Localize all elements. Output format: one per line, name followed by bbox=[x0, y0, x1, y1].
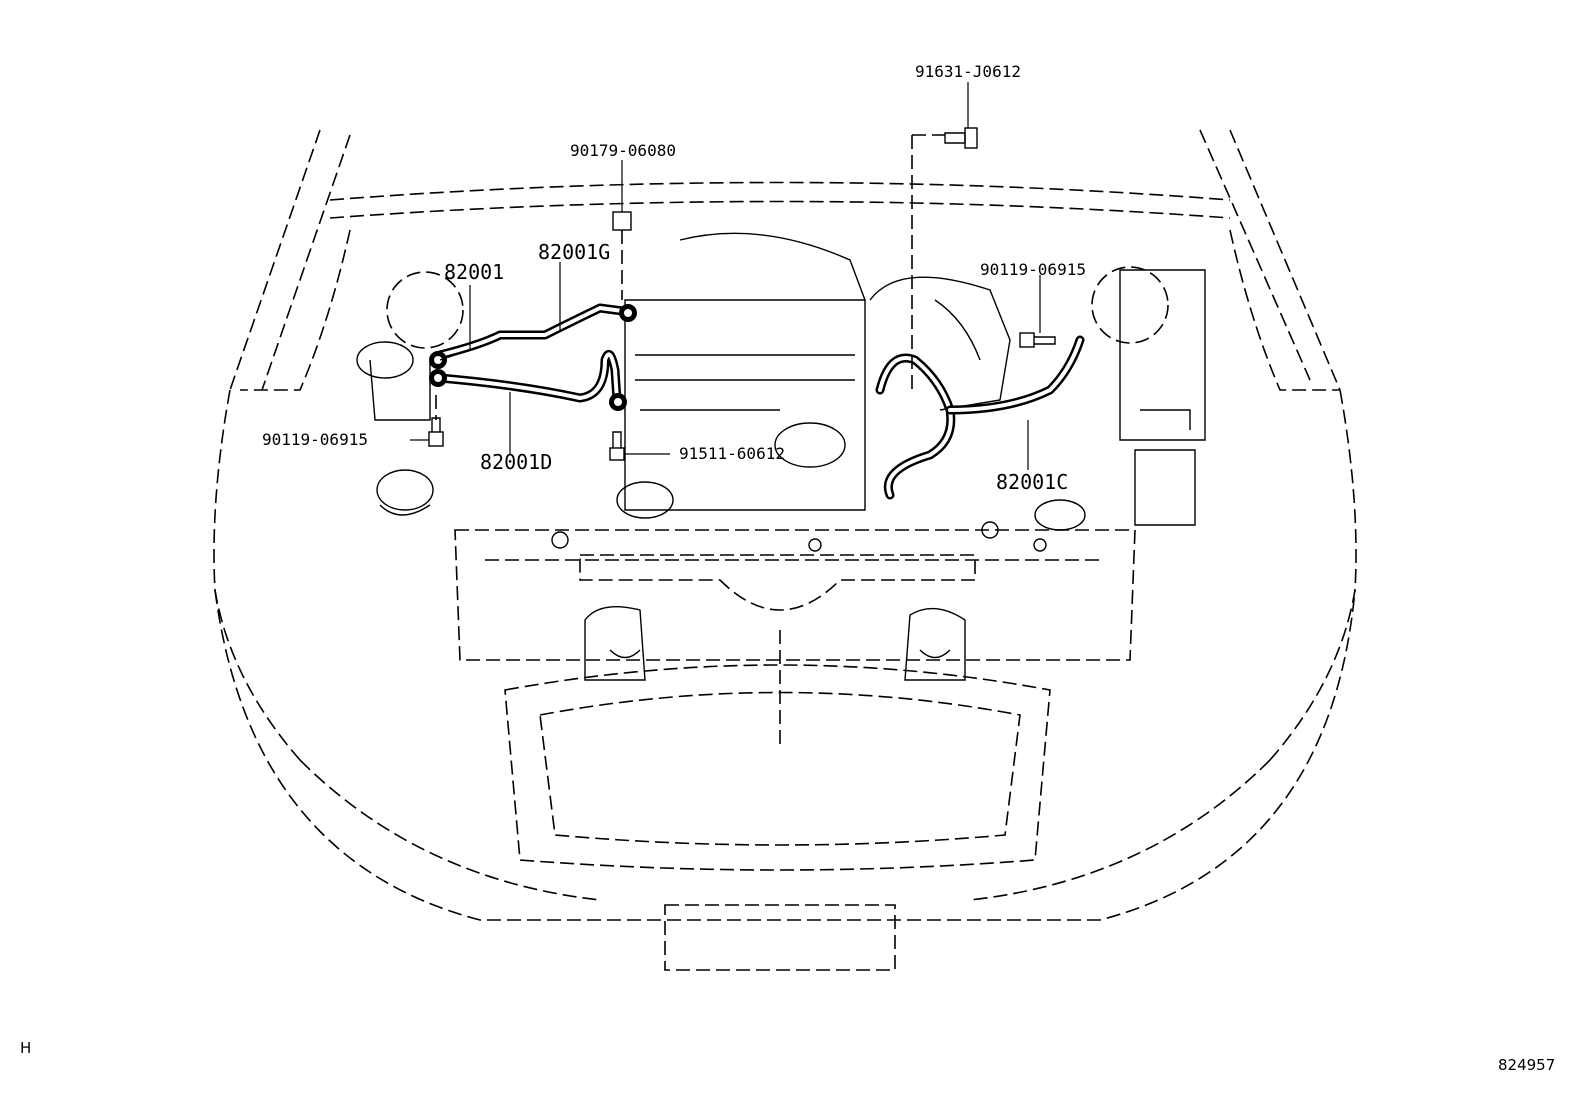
license-plate-outline bbox=[664, 904, 896, 971]
part-label-91631-j0612: 91631-J0612 bbox=[915, 62, 1021, 81]
part-label-91511-60612: 91511-60612 bbox=[679, 444, 785, 463]
support-bolt bbox=[551, 531, 569, 549]
wire-harness-82001d bbox=[429, 349, 627, 411]
battery bbox=[1134, 449, 1196, 526]
part-label-82001g: 82001G bbox=[538, 240, 611, 264]
bolt-90119-06915-left bbox=[428, 417, 444, 447]
part-label-82001d: 82001D bbox=[480, 450, 553, 474]
part-label-90119-06915-left: 90119-06915 bbox=[262, 430, 368, 449]
coolant-reservoir bbox=[356, 341, 431, 421]
intake-ducting bbox=[869, 276, 1011, 411]
bolt-91511-60612 bbox=[609, 431, 625, 461]
washer-tank bbox=[376, 469, 434, 516]
horn-left bbox=[584, 606, 646, 681]
nut-90179-06080 bbox=[612, 211, 632, 231]
support-bolt bbox=[1033, 538, 1047, 552]
hood-outline bbox=[229, 129, 1341, 391]
wire-harness-82001c bbox=[875, 335, 1085, 500]
right-strut-tower bbox=[1091, 266, 1169, 344]
corner-mark: H bbox=[20, 1039, 32, 1057]
bolt-91631-j0612 bbox=[944, 127, 978, 149]
wire-harness-82001g bbox=[435, 303, 637, 360]
brake-reservoir-cap bbox=[616, 481, 674, 519]
radiator-support bbox=[454, 529, 1136, 750]
fuse-box bbox=[1119, 269, 1206, 441]
radiator-cap bbox=[1034, 499, 1086, 531]
leader-lines bbox=[410, 82, 1041, 470]
bolt-90119-06915-right bbox=[1019, 332, 1056, 348]
support-bolt bbox=[981, 521, 999, 539]
horn-right bbox=[904, 607, 966, 681]
part-label-90179-06080: 90179-06080 bbox=[570, 141, 676, 160]
left-strut-tower bbox=[386, 271, 464, 349]
part-label-82001c: 82001C bbox=[996, 470, 1069, 494]
diagram-id: 824957 bbox=[1498, 1056, 1556, 1074]
engine-cover bbox=[624, 232, 866, 511]
part-label-82001: 82001 bbox=[444, 260, 505, 284]
car-body-outline bbox=[213, 229, 1357, 921]
part-label-90119-06915-right: 90119-06915 bbox=[980, 260, 1086, 279]
grille-outline bbox=[504, 664, 1051, 871]
support-bolt bbox=[808, 538, 822, 552]
